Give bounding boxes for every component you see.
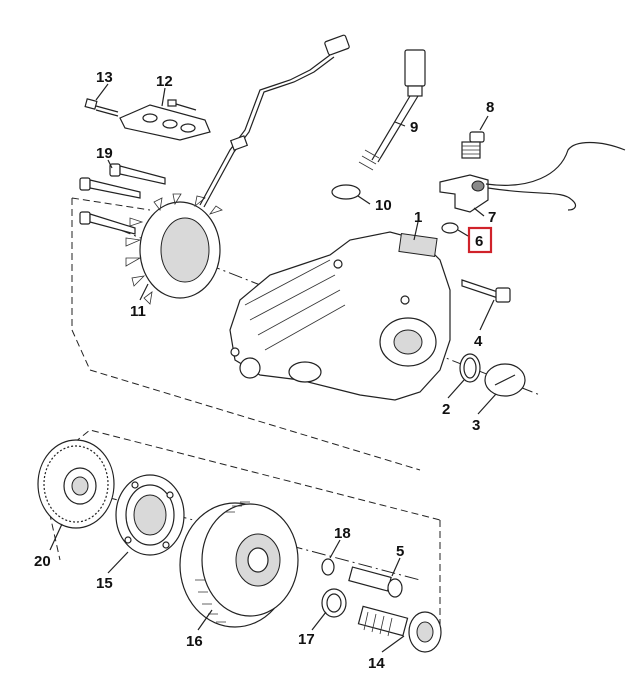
part-label-6[interactable]: 6 <box>475 233 483 250</box>
part-label-16[interactable]: 16 <box>186 633 203 650</box>
part-label-14[interactable]: 14 <box>368 655 385 672</box>
part-label-11[interactable]: 11 <box>130 303 146 320</box>
part-label-13[interactable]: 13 <box>96 69 113 86</box>
leader-lines <box>49 83 497 653</box>
part-3-plug[interactable] <box>484 363 526 397</box>
upper-plane-outline <box>71 197 421 471</box>
part-label-5[interactable]: 5 <box>396 543 404 560</box>
part-label-12[interactable]: 12 <box>156 73 173 90</box>
part-label-10[interactable]: 10 <box>375 197 392 214</box>
part-11-stator[interactable] <box>125 34 350 305</box>
part-1-crankcase-cover[interactable] <box>229 231 451 401</box>
part-label-15[interactable]: 15 <box>96 575 113 592</box>
part-2-ring[interactable] <box>459 353 481 383</box>
part-label-18[interactable]: 18 <box>334 525 351 542</box>
selected-part-highlight <box>467 226 493 254</box>
part-15-one-way-clutch[interactable] <box>115 474 185 556</box>
part-label-8[interactable]: 8 <box>486 99 494 116</box>
part-4-bolt[interactable] <box>461 279 511 303</box>
part-label-20[interactable]: 20 <box>34 553 51 570</box>
part-12-clamp-plate[interactable] <box>119 99 211 141</box>
part-18-ring[interactable] <box>321 558 335 576</box>
part-label-9[interactable]: 9 <box>410 119 418 136</box>
part-label-19[interactable]: 19 <box>96 145 113 162</box>
part-label-2[interactable]: 2 <box>442 401 450 418</box>
part-16-flywheel[interactable] <box>179 501 299 628</box>
part-10-o-ring[interactable] <box>331 184 361 200</box>
part-9-sensor[interactable] <box>358 49 426 171</box>
part-label-3[interactable]: 3 <box>472 417 480 434</box>
part-14-bolt[interactable] <box>357 605 442 653</box>
part-20-starter-gear[interactable] <box>37 439 115 529</box>
part-label-17[interactable]: 17 <box>298 631 315 648</box>
part-7-sensor-bracket[interactable] <box>439 141 626 213</box>
part-label-1[interactable]: 1 <box>414 209 422 226</box>
part-13-bolt[interactable] <box>84 98 119 117</box>
part-6-o-ring[interactable] <box>441 222 459 234</box>
part-label-4[interactable]: 4 <box>474 333 483 350</box>
part-label-7[interactable]: 7 <box>488 209 496 226</box>
part-19-bolts[interactable] <box>79 163 166 235</box>
part-17-washer[interactable] <box>321 588 347 618</box>
part-5-bolt[interactable] <box>348 566 403 598</box>
part-8-bolt[interactable] <box>461 131 485 159</box>
